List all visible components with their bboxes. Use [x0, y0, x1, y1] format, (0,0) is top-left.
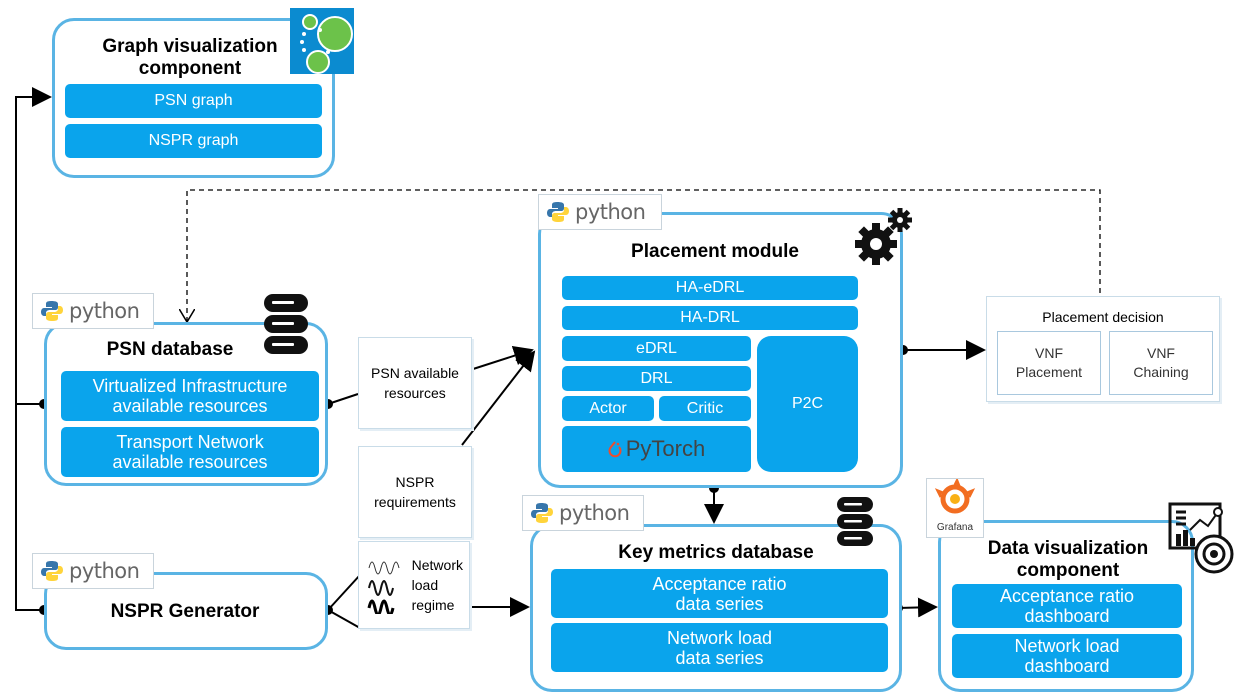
data-viz-title: Data visualization component	[987, 538, 1149, 581]
psn-db-title: PSN database	[106, 339, 234, 360]
vnf-placement-box: VNF Placement	[997, 331, 1101, 395]
psn-graph-bar: PSN graph	[65, 84, 322, 118]
grafana-label: Grafana	[936, 522, 974, 533]
pytorch-logo-icon	[608, 441, 622, 458]
graph-viz-title: Graph visualization component	[102, 36, 278, 79]
nspr-gen-bus-line	[15, 404, 44, 611]
p2c-bar: P2C	[757, 336, 858, 472]
python-logo-icon	[531, 503, 553, 523]
network-load-series-bar: Network load data series	[551, 623, 888, 672]
metrics-to-dataviz-arrow	[897, 597, 938, 618]
nspr-gen-title: NSPR Generator	[110, 601, 260, 622]
ha-edrl-bar: HA-eDRL	[562, 276, 858, 300]
critic-bar: Critic	[659, 396, 751, 421]
nspr-to-placement-arrow	[461, 350, 536, 446]
feedback-dashed-line	[187, 189, 1101, 322]
ha-drl-bar: HA-DRL	[562, 306, 858, 330]
actor-bar: Actor	[562, 396, 654, 421]
database-icon	[836, 496, 874, 553]
placement-python-badge: python	[538, 194, 662, 230]
nspr-requirements-note: NSPR requirements	[358, 446, 472, 538]
acceptance-ratio-dashboard-bar: Acceptance ratio dashboard	[952, 584, 1182, 628]
drl-bar: DRL	[562, 366, 751, 391]
database-icon	[262, 292, 310, 361]
key-metrics-title: Key metrics database	[618, 542, 814, 563]
network-load-dashboard-bar: Network load dashboard	[952, 634, 1182, 678]
nspr-graph-bar: NSPR graph	[65, 124, 322, 158]
grafana-logo-icon: Grafana	[926, 477, 984, 538]
psn-db-python-badge: python	[32, 293, 154, 329]
acceptance-ratio-series-bar: Acceptance ratio data series	[551, 569, 888, 618]
nspr-gen-python-badge: python	[32, 553, 154, 589]
vnf-chaining-box: VNF Chaining	[1109, 331, 1213, 395]
waveform-icon	[367, 561, 400, 614]
neo4j-logo-icon	[290, 8, 354, 74]
psn-available-note: PSN available resources	[358, 337, 472, 429]
python-logo-icon	[41, 561, 63, 581]
gears-icon	[850, 206, 914, 271]
edrl-bar: eDRL	[562, 336, 751, 361]
python-logo-icon	[547, 202, 569, 222]
left-bus-line	[15, 87, 52, 405]
placement-title: Placement module	[631, 241, 799, 262]
python-logo-icon	[41, 301, 63, 321]
virtualized-infra-bar: Virtualized Infrastructure available res…	[61, 371, 319, 421]
network-load-regime-note: Network load regime	[358, 541, 470, 629]
transport-network-bar: Transport Network available resources	[61, 427, 319, 477]
dashboard-analytics-icon	[1168, 500, 1238, 583]
pytorch-bar: PyTorch	[562, 426, 751, 472]
key-metrics-python-badge: python	[522, 495, 644, 531]
